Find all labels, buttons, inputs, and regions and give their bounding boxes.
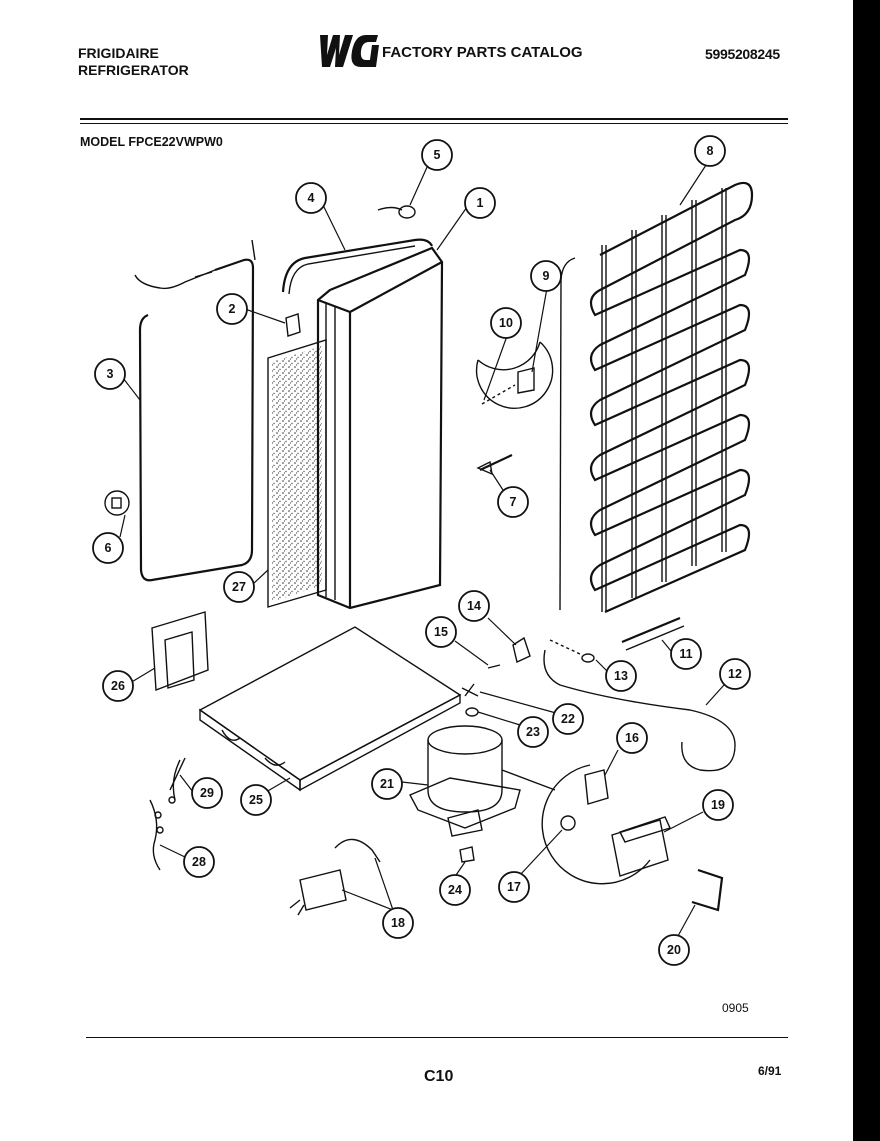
svg-text:27: 27 — [232, 580, 246, 594]
wci-logo — [320, 35, 379, 67]
svg-text:16: 16 — [625, 731, 639, 745]
model-number: MODEL FPCE22VWPW0 — [80, 135, 223, 149]
callout-23: 23 — [517, 716, 549, 748]
leader-lines — [119, 161, 725, 937]
part-4-tube — [281, 238, 433, 295]
svg-text:5: 5 — [434, 148, 441, 162]
parts-22-23-grommets — [461, 683, 479, 717]
svg-text:10: 10 — [499, 316, 513, 330]
callout-3: 3 — [94, 358, 126, 390]
part-24-grommet — [459, 846, 475, 863]
product-type: REFRIGERATOR — [78, 62, 189, 78]
part-12-cord — [543, 649, 736, 772]
brand-name: FRIGIDAIRE — [78, 45, 159, 61]
svg-text:26: 26 — [111, 679, 125, 693]
part-8-condenser — [559, 181, 754, 614]
svg-text:7: 7 — [510, 495, 517, 509]
svg-text:22: 22 — [561, 712, 575, 726]
callout-25: 25 — [240, 784, 272, 816]
revision-date: 6/91 — [758, 1064, 782, 1078]
parts-16-17-19-inset — [541, 764, 671, 885]
callout-10: 10 — [490, 307, 522, 339]
callout-8: 8 — [694, 135, 726, 167]
callout-27: 27 — [223, 571, 255, 603]
callout-19: 19 — [702, 789, 734, 821]
svg-text:1: 1 — [477, 196, 484, 210]
part-6-clip — [104, 490, 130, 516]
callout-17: 17 — [498, 871, 530, 903]
part-1-evaporator — [316, 246, 444, 610]
callout-7: 7 — [497, 486, 529, 518]
svg-text:28: 28 — [192, 855, 206, 869]
svg-text:21: 21 — [380, 777, 394, 791]
header-rule — [80, 118, 788, 120]
callout-16: 16 — [616, 722, 648, 754]
callout-9: 9 — [530, 260, 562, 292]
callout-1: 1 — [464, 187, 496, 219]
callout-4: 4 — [295, 182, 327, 214]
svg-text:15: 15 — [434, 625, 448, 639]
svg-text:12: 12 — [728, 667, 742, 681]
svg-text:13: 13 — [614, 669, 628, 683]
catalog-page: FRIGIDAIRE REFRIGERATOR FACTORY PARTS CA… — [0, 0, 853, 1141]
part-26-bracket — [151, 611, 209, 691]
callout-12: 12 — [719, 658, 751, 690]
parts-28-29-harness — [149, 757, 186, 871]
catalog-title: FACTORY PARTS CATALOG — [382, 44, 583, 61]
parts-13-14-15-hardware — [487, 636, 595, 669]
part-3-tubing — [134, 239, 256, 582]
svg-text:18: 18 — [391, 916, 405, 930]
part-18-capacitor — [289, 838, 381, 916]
svg-text:3: 3 — [107, 367, 114, 381]
callout-14: 14 — [458, 590, 490, 622]
callout-21: 21 — [371, 768, 403, 800]
callout-24: 24 — [439, 874, 471, 906]
callout-15: 15 — [425, 616, 457, 648]
callout-29: 29 — [191, 777, 223, 809]
part-11-drier — [621, 616, 685, 651]
callout-26: 26 — [102, 670, 134, 702]
svg-text:24: 24 — [448, 883, 462, 897]
svg-text:19: 19 — [711, 798, 725, 812]
callout-11: 11 — [670, 638, 702, 670]
part-2-bracket — [285, 313, 301, 337]
callout-6: 6 — [92, 532, 124, 564]
parts-9-10-inset — [475, 341, 554, 409]
footer-rule — [86, 1037, 788, 1038]
drawing-number: 0905 — [722, 1001, 749, 1015]
callout-numbers: 1 2 3 4 5 6 7 8 9 10 11 12 13 14 15 16 1… — [92, 135, 751, 966]
callout-13: 13 — [605, 660, 637, 692]
svg-text:25: 25 — [249, 793, 263, 807]
part-25-base-plate — [198, 626, 462, 792]
catalog-number: 5995208245 — [705, 46, 780, 62]
svg-text:23: 23 — [526, 725, 540, 739]
brand-block: FRIGIDAIRE REFRIGERATOR — [78, 45, 189, 79]
svg-text:8: 8 — [707, 144, 714, 158]
callout-28: 28 — [183, 846, 215, 878]
page-number: C10 — [424, 1068, 454, 1085]
exploded-parts-diagram: 1 2 3 4 5 6 7 8 9 10 11 12 13 14 15 16 1… — [92, 135, 754, 966]
svg-text:20: 20 — [667, 943, 681, 957]
callout-2: 2 — [216, 293, 248, 325]
part-5-grommet — [377, 205, 416, 219]
svg-text:29: 29 — [200, 786, 214, 800]
svg-text:6: 6 — [105, 541, 112, 555]
svg-text:17: 17 — [507, 880, 521, 894]
header-rule-thin — [80, 123, 788, 124]
svg-text:9: 9 — [543, 269, 550, 283]
part-7-bolt — [476, 454, 513, 476]
callout-22: 22 — [552, 703, 584, 735]
callout-18: 18 — [382, 907, 414, 939]
callout-5: 5 — [421, 139, 453, 171]
svg-text:11: 11 — [679, 647, 692, 661]
svg-text:2: 2 — [229, 302, 236, 316]
part-21-compressor — [409, 725, 556, 837]
svg-text:14: 14 — [467, 599, 481, 613]
part-20-clamp — [691, 868, 724, 912]
callout-20: 20 — [658, 934, 690, 966]
svg-text:4: 4 — [308, 191, 315, 205]
